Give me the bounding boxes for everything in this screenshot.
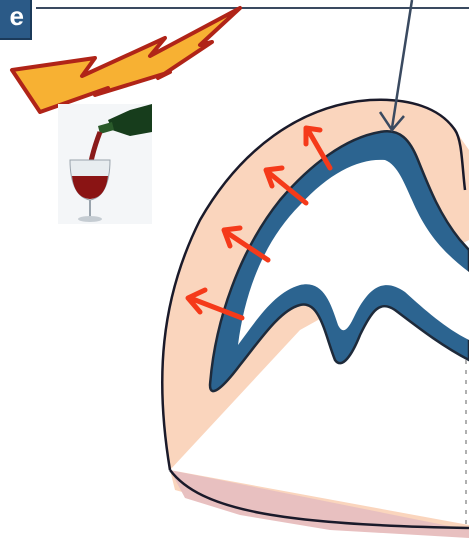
wine-pouring-icon	[58, 104, 152, 224]
lightning-bolt-icon	[12, 8, 240, 112]
